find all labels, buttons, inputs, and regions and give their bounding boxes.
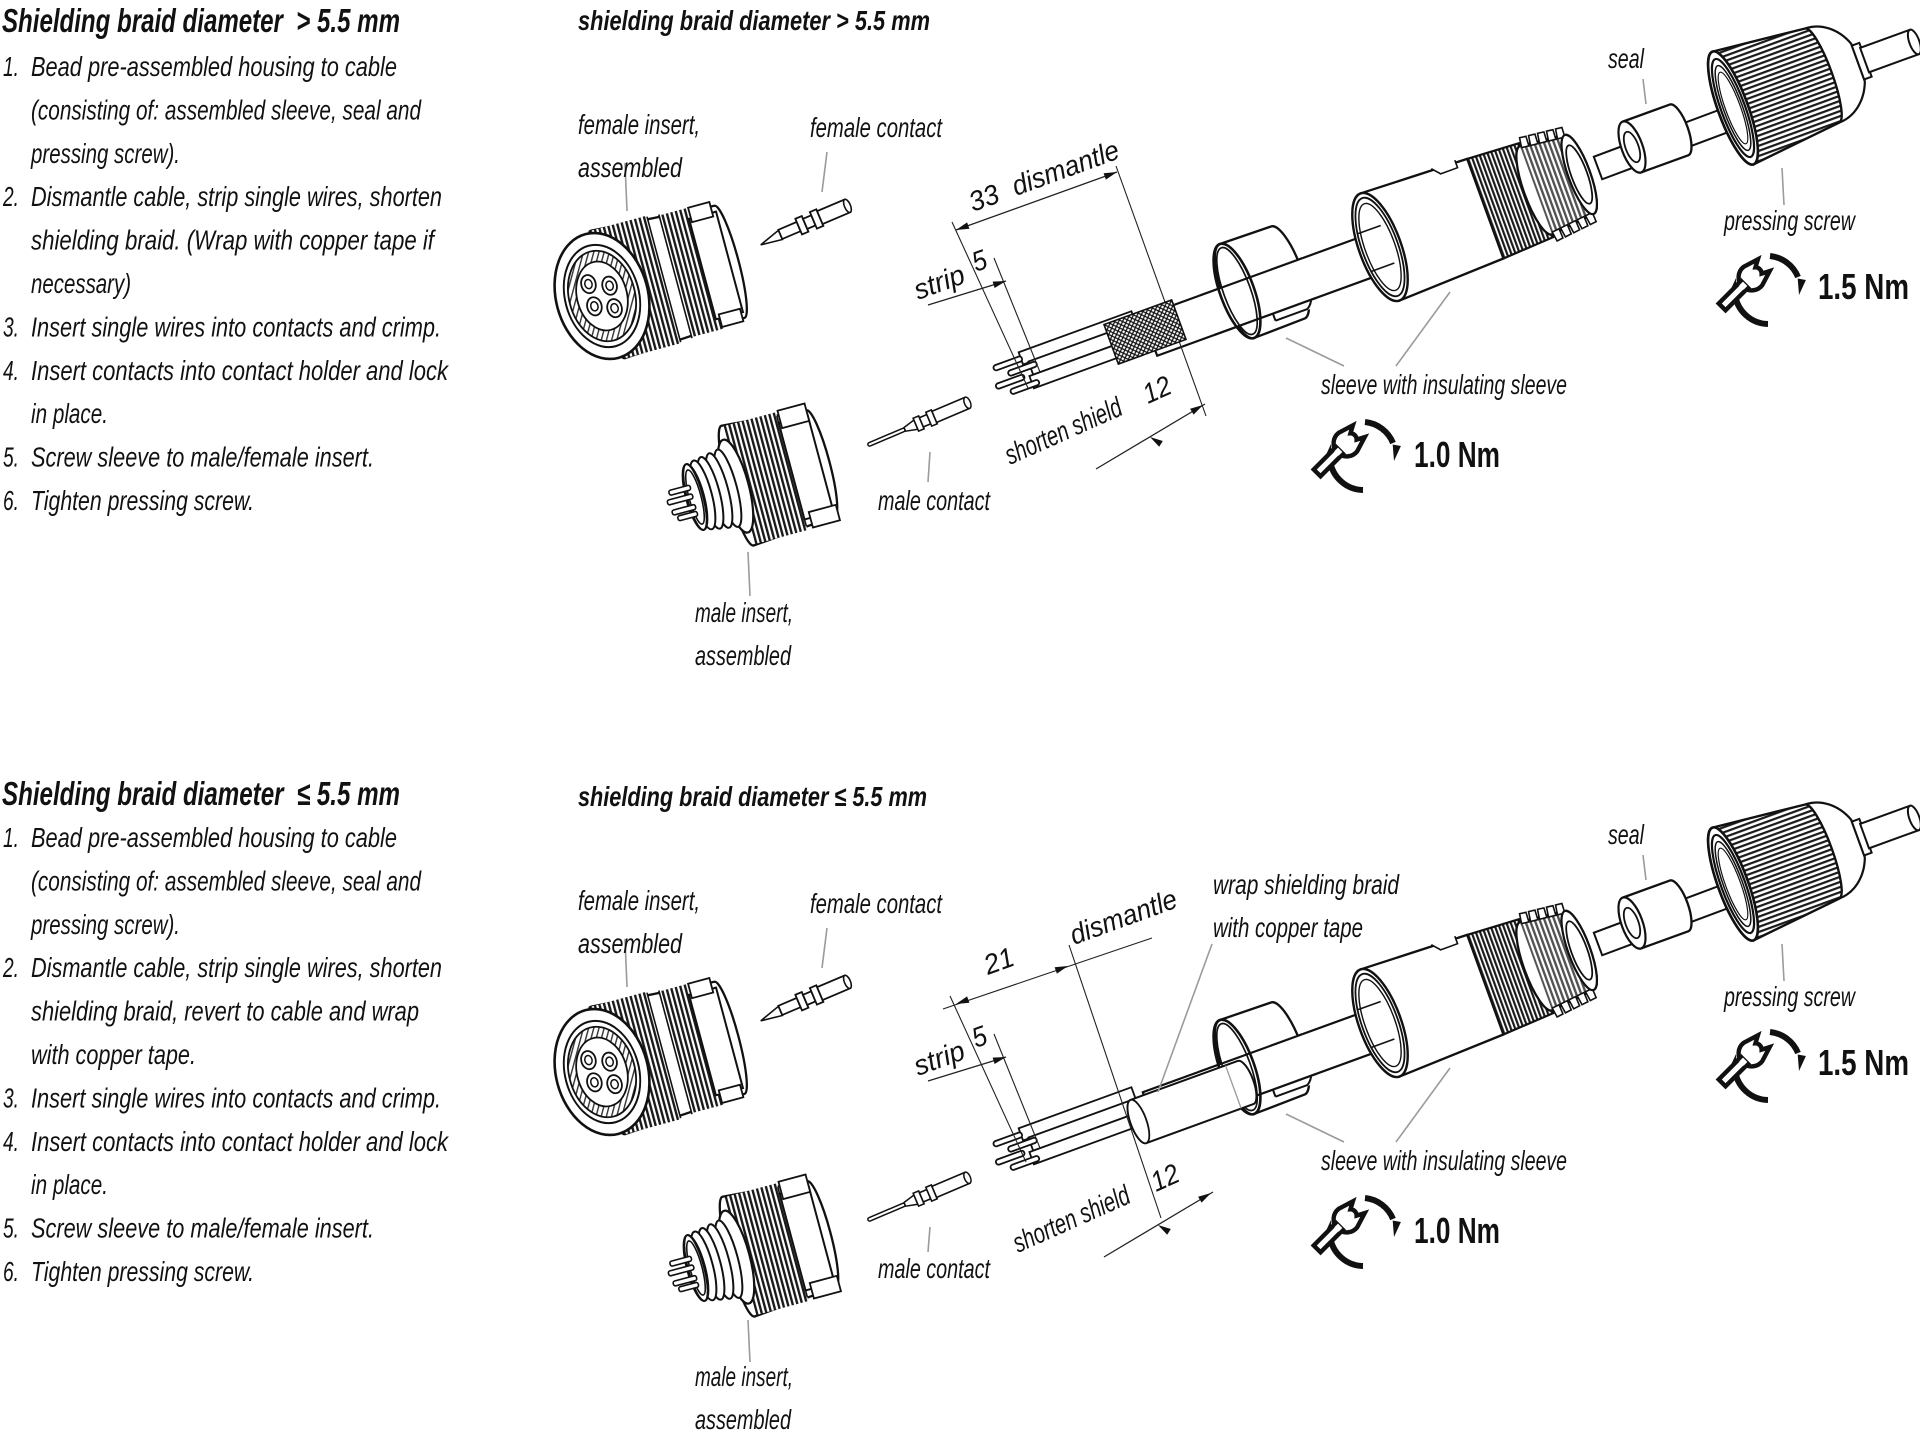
svg-text:with copper tape.: with copper tape.	[31, 1039, 196, 1070]
svg-text:shielding braid diameter > 5.5: shielding braid diameter > 5.5 mm	[578, 5, 930, 36]
svg-text:sleeve with insulating sleeve: sleeve with insulating sleeve	[1321, 369, 1567, 400]
svg-text:assembled: assembled	[695, 1404, 792, 1435]
svg-text:assembled: assembled	[695, 640, 792, 671]
svg-text:5.: 5.	[3, 442, 19, 473]
svg-text:female insert,: female insert,	[578, 109, 700, 140]
svg-text:3.: 3.	[3, 1082, 19, 1113]
svg-text:4.: 4.	[3, 355, 19, 386]
svg-text:1.: 1.	[3, 51, 19, 82]
svg-text:seal: seal	[1608, 43, 1645, 74]
svg-text:male contact: male contact	[878, 1253, 991, 1284]
svg-text:pressing screw: pressing screw	[1723, 205, 1856, 236]
svg-text:Insert single wires into conta: Insert single wires into contacts and cr…	[31, 311, 441, 342]
svg-text:in place.: in place.	[31, 1169, 108, 1200]
svg-text:assembled: assembled	[578, 152, 683, 183]
svg-text:male contact: male contact	[878, 485, 991, 516]
svg-text:male insert,: male insert,	[695, 1361, 793, 1392]
svg-text:(consisting of: assembled slee: (consisting of: assembled sleeve, seal a…	[31, 865, 422, 896]
svg-text:wrap shielding braid: wrap shielding braid	[1213, 869, 1400, 900]
svg-text:1.0 Nm: 1.0 Nm	[1414, 434, 1500, 475]
svg-text:necessary): necessary)	[31, 268, 131, 299]
svg-text:Bead pre-assembled housing to: Bead pre-assembled housing to cable	[31, 51, 397, 82]
svg-text:Screw sleeve to male/female in: Screw sleeve to male/female insert.	[31, 1213, 374, 1244]
svg-text:Insert contacts into contact h: Insert contacts into contact holder and …	[31, 1126, 450, 1157]
svg-text:male insert,: male insert,	[695, 597, 793, 628]
svg-text:6.: 6.	[3, 1256, 19, 1287]
svg-text:2.: 2.	[2, 952, 19, 983]
svg-text:pressing screw).: pressing screw).	[30, 909, 180, 940]
svg-text:pressing screw).: pressing screw).	[30, 138, 180, 169]
svg-text:Tighten pressing screw.: Tighten pressing screw.	[31, 1256, 254, 1287]
svg-text:Dismantle cable, strip single: Dismantle cable, strip single wires, sho…	[31, 181, 442, 212]
svg-text:2.: 2.	[2, 181, 19, 212]
svg-text:3.: 3.	[3, 311, 19, 342]
svg-text:Shielding braid diameter > 5.: Shielding braid diameter > 5.5 mm	[2, 2, 400, 39]
svg-text:Insert single wires into conta: Insert single wires into contacts and cr…	[31, 1082, 441, 1113]
svg-text:1.5 Nm: 1.5 Nm	[1818, 266, 1909, 307]
svg-text:1.: 1.	[3, 822, 19, 853]
svg-text:female contact: female contact	[810, 112, 943, 143]
svg-text:shielding braid. (Wrap with co: shielding braid. (Wrap with copper tape …	[31, 225, 437, 256]
svg-text:4.: 4.	[3, 1126, 19, 1157]
svg-text:Shielding braid diameter ≤ 5.: Shielding braid diameter ≤ 5.5 mm	[2, 775, 400, 812]
svg-text:in place.: in place.	[31, 398, 108, 429]
svg-text:shielding braid diameter ≤ 5.5: shielding braid diameter ≤ 5.5 mm	[578, 781, 927, 812]
svg-text:Bead pre-assembled housing to: Bead pre-assembled housing to cable	[31, 822, 397, 853]
svg-text:with copper tape: with copper tape	[1213, 912, 1363, 943]
svg-text:5.: 5.	[3, 1213, 19, 1244]
svg-text:Dismantle cable, strip single: Dismantle cable, strip single wires, sho…	[31, 952, 442, 983]
svg-text:shielding braid, revert to cab: shielding braid, revert to cable and wra…	[31, 996, 419, 1027]
svg-text:Insert contacts into contact h: Insert contacts into contact holder and …	[31, 355, 450, 386]
svg-text:Screw sleeve to male/female in: Screw sleeve to male/female insert.	[31, 442, 374, 473]
svg-text:6.: 6.	[3, 485, 19, 516]
svg-text:Tighten pressing screw.: Tighten pressing screw.	[31, 485, 254, 516]
svg-text:(consisting of: assembled slee: (consisting of: assembled sleeve, seal a…	[31, 94, 422, 125]
